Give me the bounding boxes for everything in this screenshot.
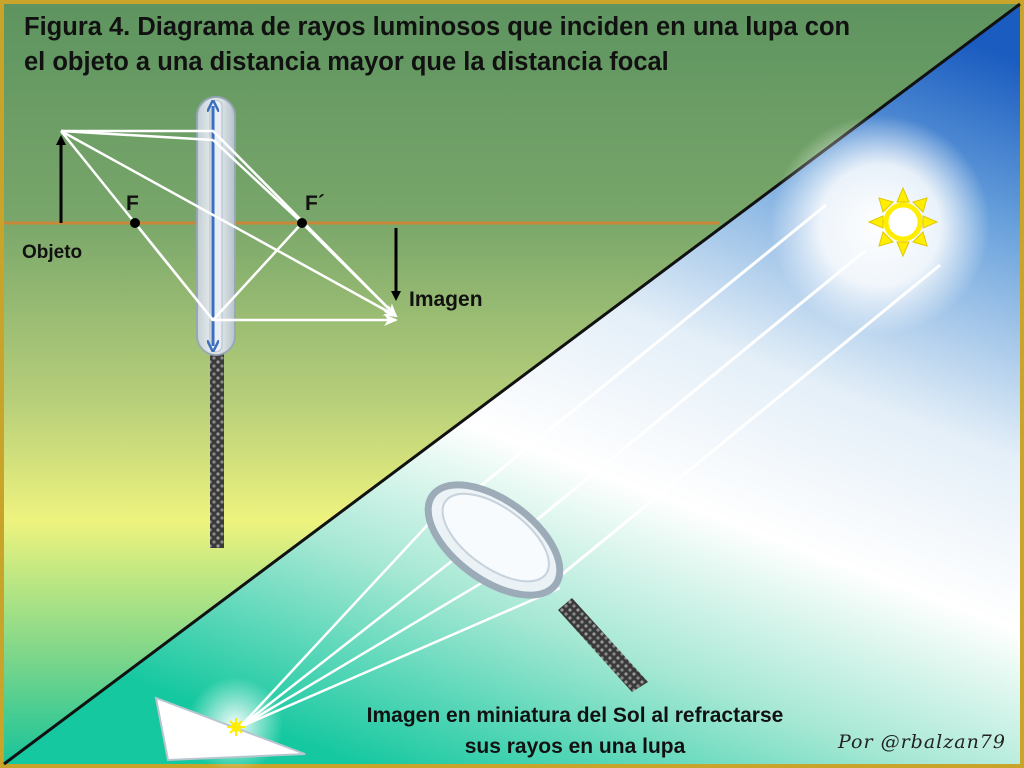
focal-prime-label: F´ (305, 192, 325, 215)
object-label: Objeto (22, 242, 83, 263)
ray-center (60, 129, 398, 318)
ray-extra-2 (212, 139, 303, 224)
figure-title-line-2: el objeto a una distancia mayor que la d… (24, 48, 669, 76)
author-credit: Por @rbalzan79 (838, 731, 1006, 753)
magnifying-glass-icon (424, 481, 648, 692)
sun-icon (867, 186, 939, 258)
focal-point-f (130, 218, 140, 228)
ray-extra-4 (212, 222, 303, 321)
figure-title-line-1: Figura 4. Diagrama de rayos luminosos qu… (24, 13, 851, 41)
ray-extra-5 (134, 222, 214, 321)
focal-label: F (126, 192, 139, 215)
sun-scene-caption: Imagen en miniatura del Sol al refractar… (330, 700, 820, 762)
sun-rays (477, 203, 941, 578)
ray-lines (60, 129, 398, 326)
refracted-rays (239, 504, 561, 729)
lens-handle (210, 350, 224, 548)
caption-line-1: Imagen en miniatura del Sol al refractar… (366, 704, 784, 727)
focal-point-f-prime (297, 218, 307, 228)
ray-extra-1 (60, 129, 214, 142)
ray-extra-3 (301, 222, 397, 317)
caption-line-2: sus rayos en una lupa (464, 735, 686, 758)
image-label: Imagen (409, 288, 483, 311)
figure-title: Figura 4. Diagrama de rayos luminosos qu… (24, 10, 984, 80)
focused-sun-spot-icon (227, 718, 245, 736)
